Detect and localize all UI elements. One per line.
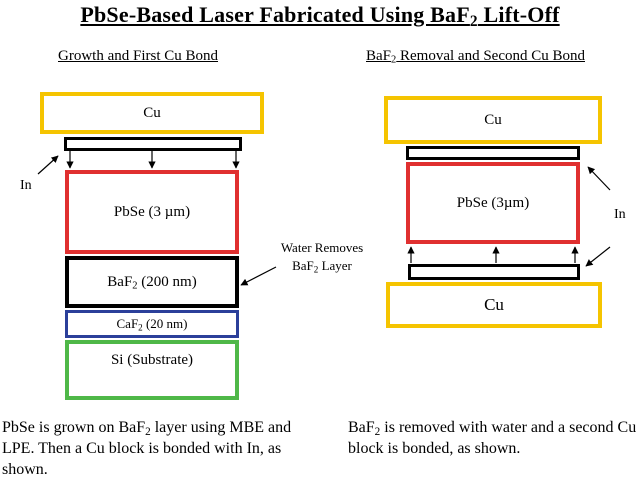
right-caption: BaF2 is removed with water and a second … [348, 419, 637, 457]
left-pbse-layer: PbSe (3 µm) [65, 170, 239, 254]
left-indium-layer [64, 137, 242, 151]
left-section-heading: Growth and First Cu Bond [58, 48, 219, 64]
left-caption: PbSe is grown on BaF2 layer using MBE an… [2, 419, 292, 478]
water-removes-note: Water Removes BaF2 Layer [280, 240, 364, 275]
right-pbse-layer: PbSe (3µm) [406, 162, 580, 244]
right-section-heading: BaF2 Removal and Second Cu Bond [366, 48, 585, 66]
left-in-label: In [20, 178, 32, 193]
left-caf2-layer: CaF2 (20 nm) [65, 310, 239, 338]
left-in-pointer [37, 155, 59, 175]
left-cu-block: Cu [40, 92, 264, 134]
right-cu-top-block: Cu [384, 96, 602, 144]
right-in-label: In [614, 207, 626, 222]
right-indium-bottom-layer [408, 264, 580, 280]
left-baf2-layer: BaF2 (200 nm) [65, 256, 239, 308]
right-in-pointer-bottom [585, 246, 611, 267]
right-in-pointer-top [587, 166, 611, 191]
right-cu-bottom-block: Cu [386, 282, 602, 328]
left-si-substrate: Si (Substrate) [65, 340, 239, 400]
water-pointer [240, 266, 277, 286]
page-title: PbSe-Based Laser Fabricated Using BaF2 L… [80, 2, 560, 30]
right-indium-top-layer [406, 146, 580, 160]
